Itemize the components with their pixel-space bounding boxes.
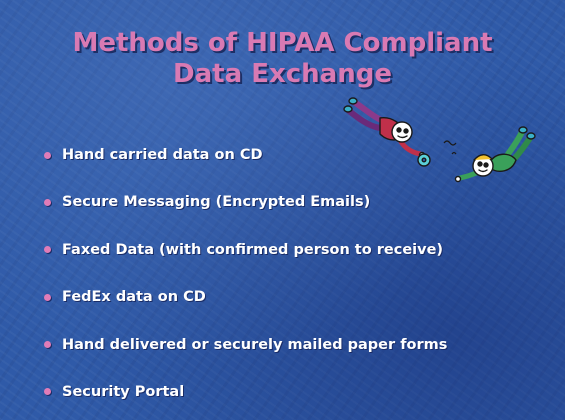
bullet-dot-icon <box>44 246 51 254</box>
bullet-item: Secure Messaging (Encrypted Emails) <box>44 193 447 211</box>
bullet-item: Faxed Data (with confirmed person to rec… <box>44 241 447 259</box>
bullet-item: Hand carried data on CD <box>44 146 447 164</box>
bullet-item: FedEx data on CD <box>44 288 447 306</box>
slide-title: Methods of HIPAA Compliant Data Exchange <box>0 28 565 90</box>
bullet-text: Secure Messaging (Encrypted Emails) <box>62 194 371 211</box>
bullet-text: Hand delivered or securely mailed paper … <box>62 336 448 353</box>
bullet-item: Security Portal <box>44 383 447 401</box>
skydiver-right <box>454 126 536 183</box>
skydiver-left <box>343 97 431 167</box>
bullet-dot-icon <box>44 151 51 159</box>
bullet-dot-icon <box>44 198 51 206</box>
bullet-list: Hand carried data on CD Secure Messaging… <box>44 146 447 420</box>
bullet-dot-icon <box>44 341 51 349</box>
bullet-dot-icon <box>44 293 51 301</box>
bullet-text: FedEx data on CD <box>62 289 206 306</box>
bullet-text: Faxed Data (with confirmed person to rec… <box>62 241 444 258</box>
bullet-dot-icon <box>44 388 51 396</box>
bullet-text: Security Portal <box>62 383 185 400</box>
slide-title-line-1: Methods of HIPAA Compliant <box>72 28 493 58</box>
bullet-item: Hand delivered or securely mailed paper … <box>44 336 447 354</box>
bullet-text: Hand carried data on CD <box>62 147 263 163</box>
slide-title-line-2: Data Exchange <box>173 59 392 89</box>
skydivers-clipart <box>343 97 536 183</box>
